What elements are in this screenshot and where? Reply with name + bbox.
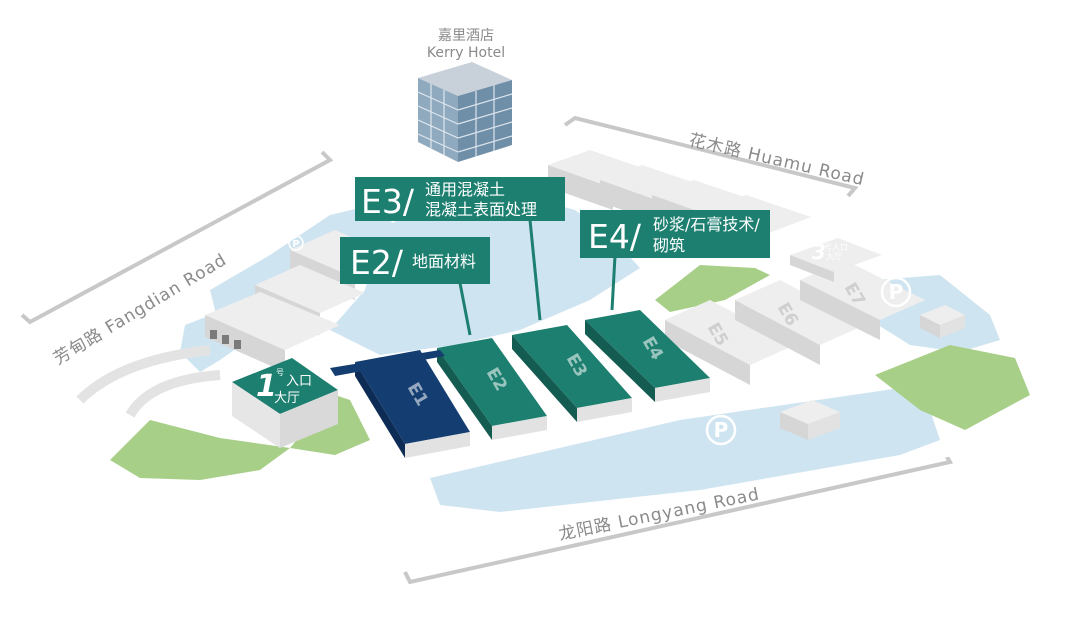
curve-inner [125,370,221,418]
grass-bottom-left [110,420,290,480]
hall-e1: E1 [355,350,470,458]
hall-e5: E5 [665,300,795,385]
callout-e2-box [340,237,490,284]
entrance-1-line-2: 大厅 [274,391,300,406]
grass-right [875,345,1030,430]
pointer-e3 [528,219,542,321]
highlight-halls: E4 E3 E2 E1 [330,310,710,458]
entrance-1-number: 1 [256,369,277,404]
grass-top [655,265,770,312]
huamu-road-label: 花木路 Huamu Road [687,130,867,190]
hall-e3: E3 [512,325,632,422]
entrance-1-line-1: 入口 [286,374,312,389]
parking-symbol: P [889,280,904,304]
hall-connector [330,350,445,376]
parking-icon: P [705,414,737,446]
callout-e2-line-1: 地面材料 [412,252,476,271]
hall-e2: E2 [437,338,547,440]
callout-e4-code: E4/ [588,217,642,256]
entrance-3-line-1: 号入口 [824,243,848,252]
huamu-road-line [563,115,859,198]
parking-symbol: P [714,418,729,442]
callout-e3-line-2: 混凝土表面处理 [425,200,537,219]
entrance-1: 1 号 入口 大厅 [232,358,338,448]
parking-icon: P [880,276,912,308]
grass-areas [110,265,1030,480]
building-icon [417,62,513,162]
parking-symbol: P [292,239,299,250]
callout-e4-box [580,210,770,258]
callout-e3-code: E3/ [361,182,415,221]
callout-e3-box [355,177,565,221]
parking-markers: P P P [288,235,912,446]
pavement-curves [76,345,221,418]
small-building [920,305,965,338]
curve-outer [76,345,211,404]
callout-e4: E4/ 砂浆/石膏技术/ 砌筑 [580,210,770,258]
callout-e3-line-1: 通用混凝土 [425,180,505,199]
entrance-3-number: 3 [812,240,826,264]
kerry-hotel: 嘉里酒店 Kerry Hotel [417,28,513,162]
hotel-name-en: Kerry Hotel [427,45,505,61]
entrance-3: 3 号入口 大厅 [790,238,882,282]
callout-e2: E2/ 地面材料 [340,237,490,284]
hotel-name-cn: 嘉里酒店 [438,28,494,44]
callout-e2-code: E2/ [350,243,404,282]
hall-e6: E6 [735,280,865,365]
pointer-e4 [610,255,617,311]
entrance-3-line-2: 大厅 [826,251,842,261]
callout-e4-line-2: 砌筑 [653,236,685,255]
callout-e4-line-1: 砂浆/石膏技术/ [653,215,760,234]
fangdian-road-line [20,150,334,325]
entrance-1-sup: 号 [276,368,284,377]
callout-e3: E3/ 通用混凝土 混凝土表面处理 [355,177,565,221]
parking-icon: P [288,235,304,251]
west-building [205,292,340,372]
small-building-south [780,400,840,440]
hall-e4: E4 [585,310,710,402]
pointer-e2 [458,282,472,336]
callout-pointers [458,219,617,336]
